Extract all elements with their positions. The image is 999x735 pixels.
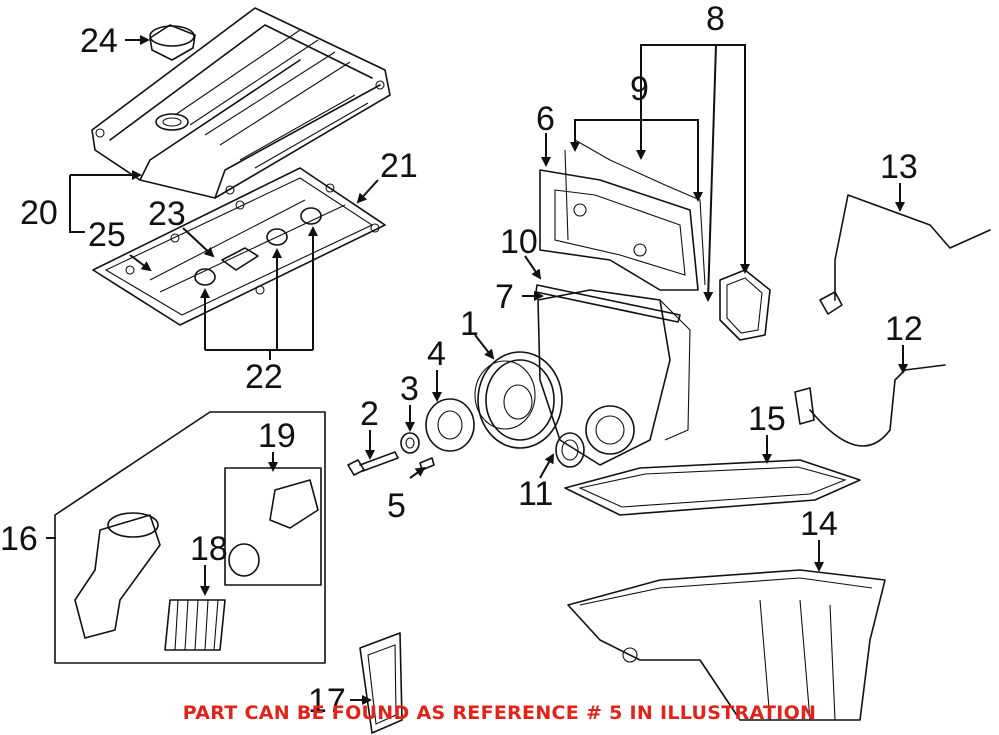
callout-25: 25 (88, 216, 126, 254)
oil-pan-illustration (567, 569, 886, 721)
crankshaft-hub-illustration (425, 398, 475, 452)
washer-illustration (400, 432, 420, 454)
lower-timing-cover-illustration (537, 289, 691, 466)
crankshaft-seal-illustration (555, 432, 585, 468)
crankshaft-sensor-illustration (794, 364, 946, 447)
callout-23: 23 (148, 195, 186, 233)
valve-cover-gasket-illustration (92, 167, 386, 326)
vibration-damper-illustration (474, 351, 563, 449)
callout-7: 7 (495, 278, 514, 316)
callout-3: 3 (400, 370, 419, 408)
oil-filter-cap-illustration (228, 479, 319, 577)
callout-6: 6 (536, 100, 555, 138)
bolt-illustration (347, 451, 399, 476)
oil-filter-housing-illustration (74, 512, 161, 639)
vanos-cover-illustration (719, 269, 771, 341)
callout-5: 5 (387, 487, 406, 525)
oil-filler-cap-illustration (149, 24, 196, 61)
callout-4: 4 (427, 335, 446, 373)
callout-10: 10 (500, 223, 538, 261)
valve-cover-illustration (91, 7, 391, 199)
reference-notice: PART CAN BE FOUND AS REFERENCE # 5 IN IL… (182, 702, 817, 724)
callout-9: 9 (630, 70, 649, 108)
callout-11: 11 (518, 475, 553, 513)
leader-lines (46, 35, 908, 705)
callout-1: 1 (460, 305, 479, 343)
spark-plug-seals-illustration (194, 207, 322, 286)
callout-12: 12 (885, 310, 923, 348)
callout-15: 15 (748, 400, 786, 438)
cover-gasket-strip-illustration (535, 284, 681, 323)
oil-filter-element-illustration (164, 599, 226, 651)
callout-18: 18 (190, 530, 228, 568)
upper-cover-gasket-illustration (564, 139, 706, 286)
oil-pan-gasket-illustration (564, 459, 861, 516)
callout-labels: 1 2 3 4 5 6 7 8 9 10 11 12 13 14 15 16 1… (0, 0, 923, 720)
callout-20: 20 (20, 194, 58, 232)
callout-21: 21 (380, 147, 418, 185)
callout-2: 2 (360, 395, 379, 433)
callout-22: 22 (245, 358, 283, 396)
callout-14: 14 (800, 505, 838, 543)
upper-timing-cover-illustration (539, 169, 699, 291)
callout-8: 8 (706, 0, 725, 38)
callout-17: 17 (308, 682, 346, 720)
camshaft-sensor-illustration (819, 194, 991, 315)
callout-13: 13 (880, 148, 918, 186)
callout-16: 16 (0, 520, 38, 558)
callout-24: 24 (80, 22, 118, 60)
callout-19: 19 (258, 417, 296, 455)
